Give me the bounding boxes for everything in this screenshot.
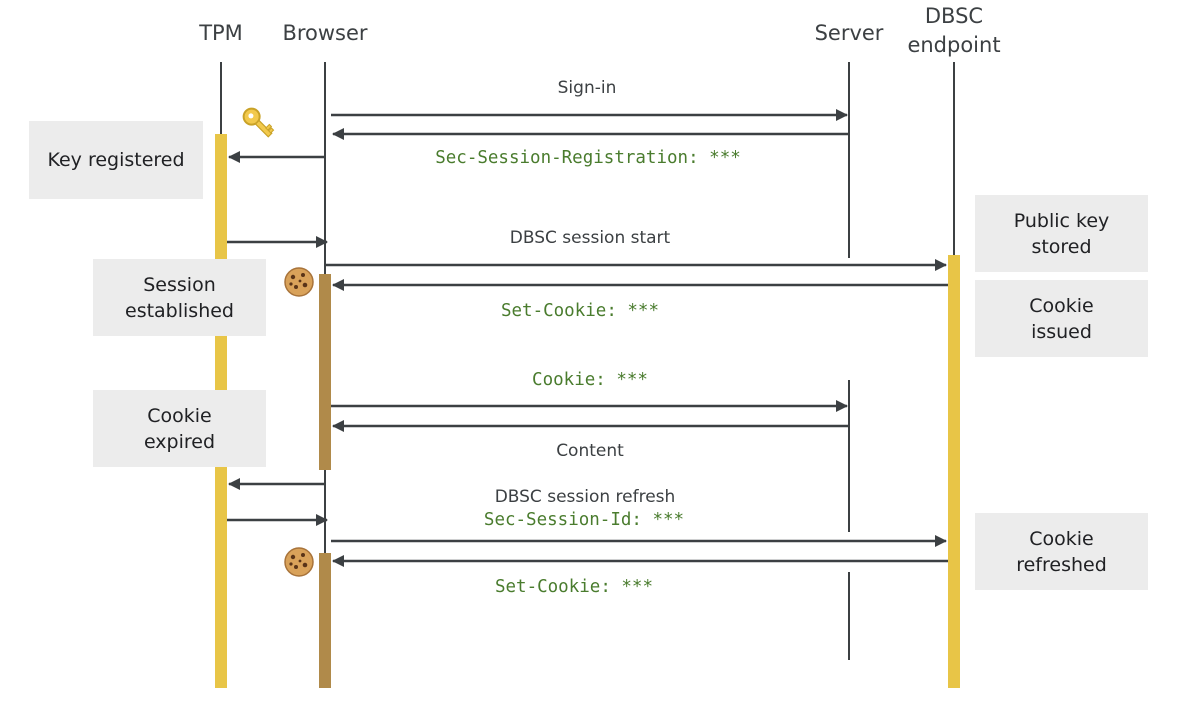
note-cookie-refreshed-text: Cookie refreshed (1016, 527, 1107, 576)
message-sign-in: Sign-in (557, 78, 617, 98)
message-sec-session-registration: Sec-Session-Registration: *** (435, 148, 741, 168)
message-content: Content (556, 441, 624, 461)
browser-activation-bar-2 (319, 553, 331, 688)
note-session-established: Session established (93, 259, 266, 336)
browser-activation-bar-1 (319, 274, 331, 470)
message-set-cookie-1: Set-Cookie: *** (500, 301, 660, 321)
cookie-icon (284, 267, 314, 297)
note-key-registered: Key registered (29, 121, 203, 199)
message-set-cookie-2: Set-Cookie: *** (494, 577, 654, 597)
lane-label-tpm: TPM (199, 21, 243, 45)
note-public-key-stored-text: Public key stored (1013, 209, 1110, 258)
note-session-established-text: Session established (125, 273, 234, 322)
dbsc-activation-bar (948, 255, 960, 688)
cookie-icon (284, 547, 314, 577)
message-cookie-header: Cookie: *** (532, 370, 648, 390)
message-dbsc-session-refresh: DBSC session refresh (494, 487, 676, 507)
note-cookie-issued-text: Cookie issued (1029, 294, 1094, 343)
key-icon (242, 107, 275, 138)
message-sec-session-id: Sec-Session-Id: *** (483, 510, 685, 530)
lane-label-dbsc-line2: endpoint (907, 33, 1001, 57)
lane-label-browser: Browser (282, 21, 368, 45)
note-cookie-refreshed: Cookie refreshed (975, 513, 1148, 590)
lane-label-server: Server (814, 21, 884, 45)
message-dbsc-session-start: DBSC session start (509, 228, 671, 248)
note-cookie-expired: Cookie expired (93, 390, 266, 467)
lane-label-dbsc-line1: DBSC (924, 4, 984, 28)
note-key-registered-text: Key registered (47, 149, 185, 171)
note-cookie-expired-text: Cookie expired (143, 404, 216, 453)
note-cookie-issued: Cookie issued (975, 280, 1148, 357)
note-public-key-stored: Public key stored (975, 195, 1148, 272)
